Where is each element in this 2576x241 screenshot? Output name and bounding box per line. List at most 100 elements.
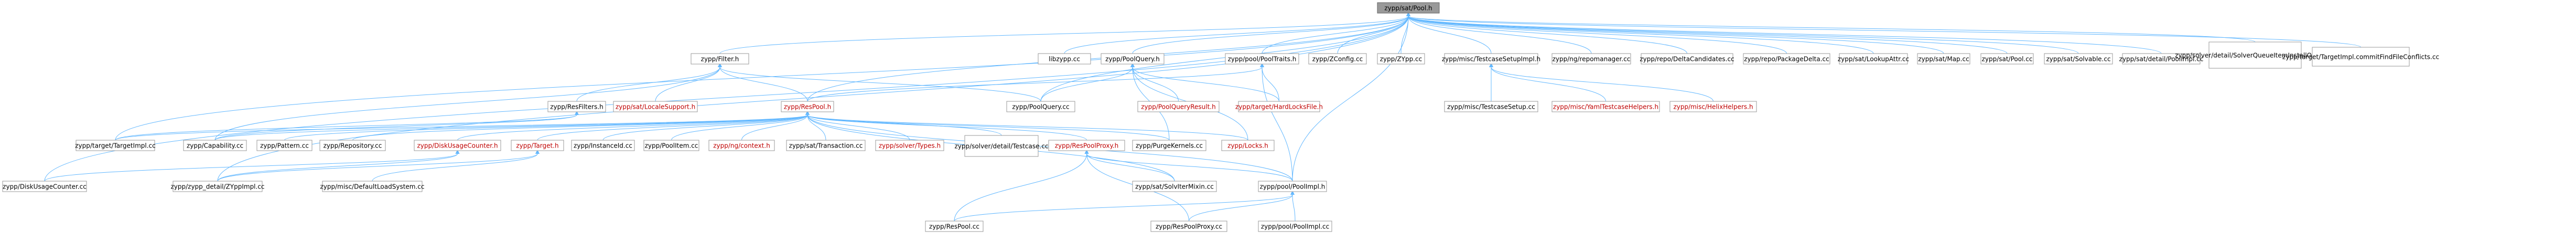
node-poolimpl-h[interactable]: zypp/pool/PoolImpl.h <box>1258 181 1327 192</box>
include-edge <box>576 63 722 102</box>
node-label: zypp/misc/HelixHelpers.h <box>1673 103 1753 111</box>
node-target-h[interactable]: zypp/Target.h <box>511 140 564 151</box>
node-defaultload-cc[interactable]: zypp/misc/DefaultLoadSystem.cc <box>320 181 425 192</box>
include-edge <box>805 111 1002 136</box>
include-edge <box>284 111 810 141</box>
node-instanceid-cc[interactable]: zypp/InstanceId.cc <box>571 140 635 151</box>
node-libzypp-cc[interactable]: libzypp.cc <box>1038 53 1091 65</box>
node-pool-cc[interactable]: zypp/sat/Pool.cc <box>1980 53 2034 65</box>
node-repomanager-cc[interactable]: zypp/ng/repomanager.cc <box>1551 53 1631 65</box>
include-edge <box>217 150 460 182</box>
node-label: zypp/Capability.cc <box>187 142 243 150</box>
node-poolitem-cc[interactable]: zypp/PoolItem.cc <box>643 140 699 151</box>
include-edge <box>217 12 1410 182</box>
node-box <box>414 140 501 151</box>
node-solvable-cc[interactable]: zypp/sat/Solvable.cc <box>2044 53 2113 65</box>
node-purgekernels-cc[interactable]: zypp/PurgeKernels.cc <box>1132 140 1206 151</box>
node-label: zypp/misc/TestcaseSetup.cc <box>1447 103 1535 111</box>
node-box <box>2044 53 2113 65</box>
include-edge <box>655 63 722 102</box>
node-locks-h[interactable]: zypp/Locks.h <box>1221 140 1275 151</box>
node-helixhelpers-h[interactable]: zypp/misc/HelixHelpers.h <box>1669 101 1757 112</box>
node-targetcommit-cc[interactable]: zypp/target/TargetImpl.commitFindFileCon… <box>2282 47 2439 67</box>
node-diskusage-cc[interactable]: zypp/DiskUsageCounter.cc <box>2 181 87 192</box>
include-edge <box>805 111 1170 141</box>
node-solver-testcase-cc[interactable]: zypp/solver/detail/Testcase.cc <box>954 135 1049 157</box>
node-hardlocksfile-h[interactable]: zypp/target/HardLocksFile.h <box>1235 101 1323 112</box>
node-label: zypp/ng/context.h <box>713 142 770 150</box>
node-label: zypp/sat/Pool.cc <box>1982 56 2033 63</box>
node-label: zypp/sat/LookupAttr.cc <box>1838 56 1909 63</box>
node-label: zypp/sat/LocaleSupport.h <box>616 103 695 111</box>
node-label: zypp/pool/PoolTraits.h <box>1228 56 1297 63</box>
node-targetimpl-cc[interactable]: zypp/target/TargetImpl.cc <box>75 140 156 151</box>
include-edge <box>217 150 540 182</box>
include-edge <box>718 63 808 102</box>
include-edge <box>1084 150 1293 182</box>
node-testcase-setup-impl-h[interactable]: zypp/misc/TestcaseSetupImpl.h <box>1442 53 1540 65</box>
include-edge <box>1084 150 1175 182</box>
node-box <box>1101 53 1165 65</box>
include-edge <box>741 111 810 141</box>
node-zyppimpl-cc[interactable]: zypp/zypp_detail/ZYppImpl.cc <box>170 181 265 192</box>
include-edge <box>115 111 579 141</box>
node-label: zypp/ng/repomanager.cc <box>1553 56 1631 63</box>
node-label: zypp/target/TargetImpl.cc <box>75 142 156 150</box>
node-label: zypp/DiskUsageCounter.h <box>417 142 498 150</box>
node-poolquery-cc[interactable]: zypp/PoolQuery.cc <box>1006 101 1075 112</box>
node-box <box>781 101 834 112</box>
node-poolqueryresult-h[interactable]: zypp/PoolQueryResult.h <box>1137 101 1220 112</box>
node-testcase-setup-cc[interactable]: zypp/misc/TestcaseSetup.cc <box>1444 101 1538 112</box>
node-poolimpl-cc[interactable]: zypp/sat/detail/PoolImpl.cc <box>2119 53 2204 65</box>
node-respoolproxy-h[interactable]: zypp/ResPoolProxy.h <box>1048 140 1125 151</box>
node-root[interactable]: zypp/sat/Pool.h <box>1377 2 1440 14</box>
node-label: zypp/repo/DeltaCandidates.cc <box>1640 56 1734 63</box>
node-solverqueue-cc[interactable]: zypp/solver/detail/SolverQueueItemInstal… <box>2175 41 2335 69</box>
node-repository-cc[interactable]: zypp/Repository.cc <box>319 140 386 151</box>
include-edge <box>954 191 1295 222</box>
node-capability-cc[interactable]: zypp/Capability.cc <box>183 140 247 151</box>
include-edge <box>954 150 1089 222</box>
node-pooltraits-h[interactable]: zypp/pool/PoolTraits.h <box>1225 53 1299 65</box>
include-edge <box>1406 12 2008 54</box>
node-satsolvable-cc[interactable]: zypp/sat/SolvIterMixin.cc <box>1132 181 1217 192</box>
node-box <box>1150 221 1227 232</box>
node-transaction-cc[interactable]: zypp/sat/Transaction.cc <box>786 140 866 151</box>
node-deltacandidates-cc[interactable]: zypp/repo/DeltaCandidates.cc <box>1640 53 1734 65</box>
node-label: zypp/ResPool.h <box>784 103 831 111</box>
include-edge <box>602 111 810 141</box>
node-filter-h[interactable]: zypp/Filter.h <box>691 53 749 65</box>
node-respool-cc[interactable]: zypp/ResPool.cc <box>925 221 984 232</box>
node-respool-h[interactable]: zypp/ResPool.h <box>781 101 834 112</box>
node-ng-context-h[interactable]: zypp/ng/context.h <box>708 140 775 151</box>
node-box <box>2122 53 2201 65</box>
node-label: zypp/ResPool.cc <box>929 223 979 230</box>
node-respoolproxy-cc[interactable]: zypp/ResPoolProxy.cc <box>1150 221 1227 232</box>
node-pattern-cc[interactable]: zypp/Pattern.cc <box>256 140 312 151</box>
node-localesupport-h[interactable]: zypp/sat/LocaleSupport.h <box>613 101 698 112</box>
node-label: zypp/PoolQuery.cc <box>1012 103 1069 111</box>
node-poolimpl2-cc[interactable]: zypp/pool/PoolImpl.cc <box>1258 221 1332 232</box>
node-yamltestcase-h[interactable]: zypp/misc/YamlTestcaseHelpers.h <box>1551 101 1660 112</box>
node-box <box>76 140 155 151</box>
include-edge <box>1040 12 1410 102</box>
node-zconfig-cc[interactable]: zypp/ZConfig.cc <box>1308 53 1367 65</box>
node-poolquery-h[interactable]: zypp/PoolQuery.h <box>1101 53 1165 65</box>
node-zypp-cc[interactable]: zypp/ZYpp.cc <box>1377 53 1425 65</box>
include-edge <box>1406 12 2256 43</box>
node-map-cc[interactable]: zypp/sat/Map.cc <box>1917 53 1970 65</box>
node-label: zypp/target/HardLocksFile.h <box>1235 103 1323 111</box>
node-packagedelta-cc[interactable]: zypp/repo/PackageDelta.cc <box>1743 53 1830 65</box>
include-edge <box>214 111 579 141</box>
node-solver-types-h[interactable]: zypp/solver/Types.h <box>875 140 944 151</box>
node-diskusage-h[interactable]: zypp/DiskUsageCounter.h <box>414 140 501 151</box>
node-box <box>183 140 247 151</box>
include-edge <box>1064 12 1410 54</box>
node-box <box>571 140 635 151</box>
node-resfilters-h[interactable]: zypp/ResFilters.h <box>547 101 606 112</box>
node-label: zypp/sat/detail/PoolImpl.cc <box>2119 56 2204 63</box>
node-box <box>1980 53 2034 65</box>
node-lookupattr-cc[interactable]: zypp/sat/LookupAttr.cc <box>1838 53 1909 65</box>
node-box <box>1377 2 1440 14</box>
